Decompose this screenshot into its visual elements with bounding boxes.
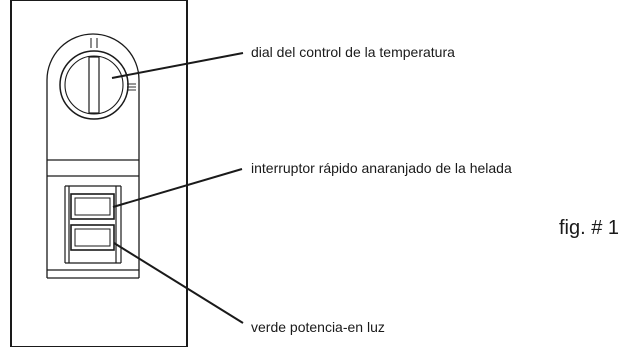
switch-label: interruptor rápido anaranjado de la hela… <box>251 160 512 176</box>
housing-outline <box>10 0 188 347</box>
dial-knob-grip <box>88 56 100 114</box>
quick-freeze-switch[interactable] <box>70 193 115 220</box>
light-label: verde potencia-en luz <box>251 319 385 335</box>
figure-label: fig. # 1 <box>559 217 619 239</box>
switch-leader-line <box>112 168 243 208</box>
power-on-light <box>70 224 115 251</box>
dial-panel <box>46 33 140 278</box>
dial-leader-line <box>111 52 244 79</box>
light-leader-line <box>113 242 244 324</box>
temperature-dial[interactable] <box>59 38 136 120</box>
dial-label: dial del control de la temperatura <box>251 44 455 60</box>
switch-frame <box>64 185 122 264</box>
dial-inner-ring <box>64 55 124 115</box>
